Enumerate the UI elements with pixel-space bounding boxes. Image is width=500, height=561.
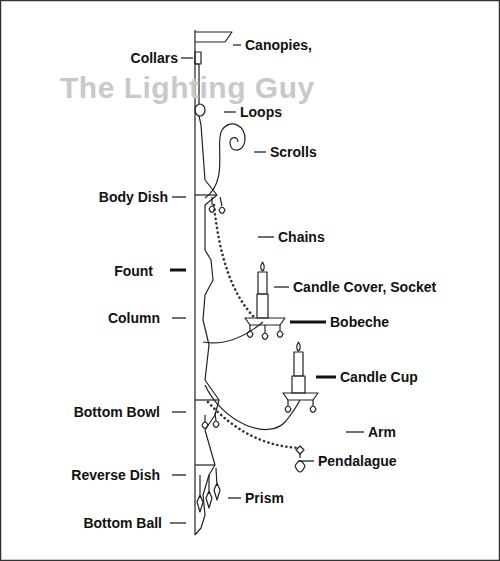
part-label: Reverse Dish [71, 467, 160, 484]
part-label: Collars [131, 50, 178, 67]
part-label: Bottom Bowl [74, 404, 160, 421]
part-label: Candle Cup [340, 369, 418, 386]
part-label: Fount [114, 263, 153, 280]
part-label: Column [108, 310, 160, 327]
part-label: Chains [278, 229, 325, 246]
part-label: Bottom Ball [83, 515, 162, 532]
part-label: Bobeche [330, 314, 389, 331]
watermark: The Lighting Guy [60, 71, 315, 105]
part-label: Canopies, [245, 37, 312, 54]
part-label: Candle Cover, Socket [293, 279, 436, 296]
part-label: Scrolls [270, 144, 317, 161]
part-label: Arm [368, 424, 396, 441]
part-label: Pendalague [318, 453, 397, 470]
part-label: Prism [245, 490, 284, 507]
part-label: Loops [240, 104, 282, 121]
part-label: Body Dish [99, 189, 168, 206]
